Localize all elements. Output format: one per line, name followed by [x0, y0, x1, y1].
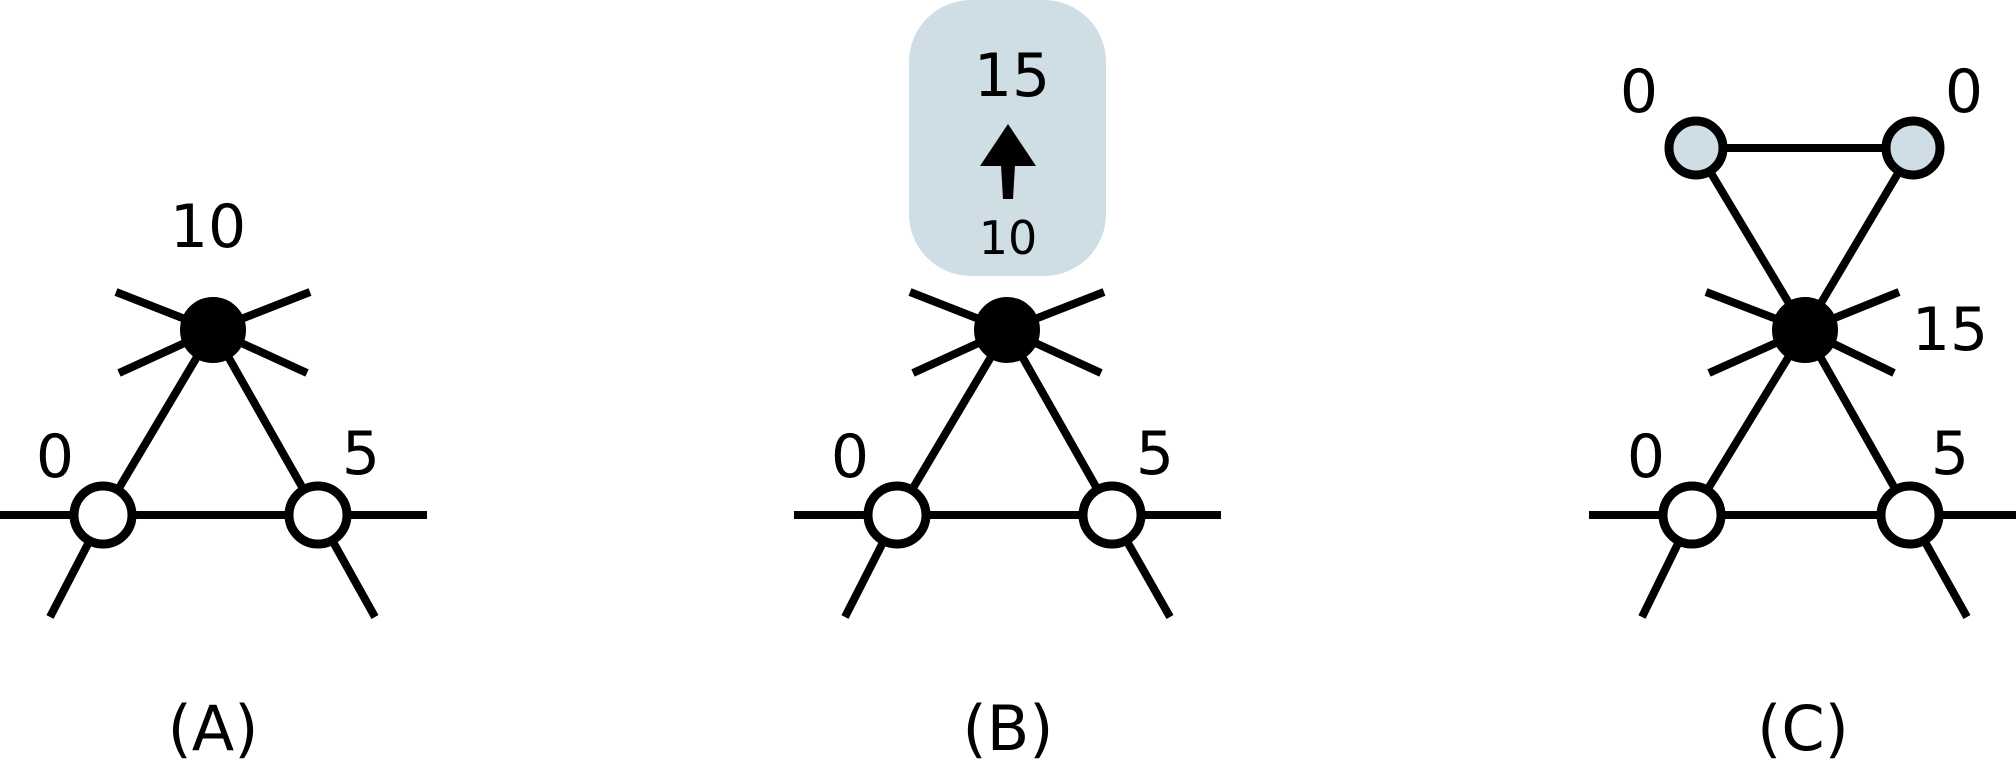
- node-label-upper-left: 0: [1620, 57, 1658, 127]
- panel-caption: (C): [1757, 692, 1849, 765]
- edge: [893, 327, 1011, 518]
- edge: [1688, 327, 1809, 518]
- panel-b: 15 10 0 5 (B): [794, 0, 1221, 765]
- edge: [209, 328, 322, 517]
- panel-a: 10 0 5 (A): [0, 192, 427, 765]
- highlighted-node: [1664, 116, 1728, 180]
- panel-caption: (B): [963, 692, 1054, 765]
- panel-caption: (A): [168, 692, 259, 765]
- open-node: [1876, 481, 1944, 549]
- node-label-right: 5: [1931, 419, 1969, 489]
- open-node: [863, 481, 931, 549]
- node-label-right: 5: [1136, 419, 1174, 489]
- node-label-left: 0: [831, 422, 869, 492]
- up-arrow-icon: [980, 124, 1036, 199]
- node-label-left: 0: [36, 422, 74, 492]
- node-label-upper-right: 0: [1945, 57, 1983, 127]
- solid-node: [974, 297, 1040, 363]
- solid-node: [1772, 297, 1838, 363]
- node-label-center: 15: [1912, 295, 1988, 365]
- open-node: [1078, 481, 1146, 549]
- panel-c: 0 0 15 0 5 (C): [1589, 57, 2016, 765]
- callout-old-value: 10: [979, 211, 1038, 265]
- open-node: [284, 481, 352, 549]
- node-label-right: 5: [342, 419, 380, 489]
- open-node: [1658, 481, 1726, 549]
- edge: [99, 327, 217, 518]
- highlighted-node: [1881, 116, 1945, 180]
- edge: [1801, 145, 1917, 333]
- edge: [1003, 328, 1116, 517]
- solid-node: [180, 297, 246, 363]
- callout-new-value: 15: [974, 41, 1050, 111]
- open-node: [69, 481, 137, 549]
- node-label-top: 10: [170, 192, 246, 262]
- node-label-left: 0: [1627, 422, 1665, 492]
- edge: [1801, 328, 1914, 517]
- edge: [1692, 145, 1809, 333]
